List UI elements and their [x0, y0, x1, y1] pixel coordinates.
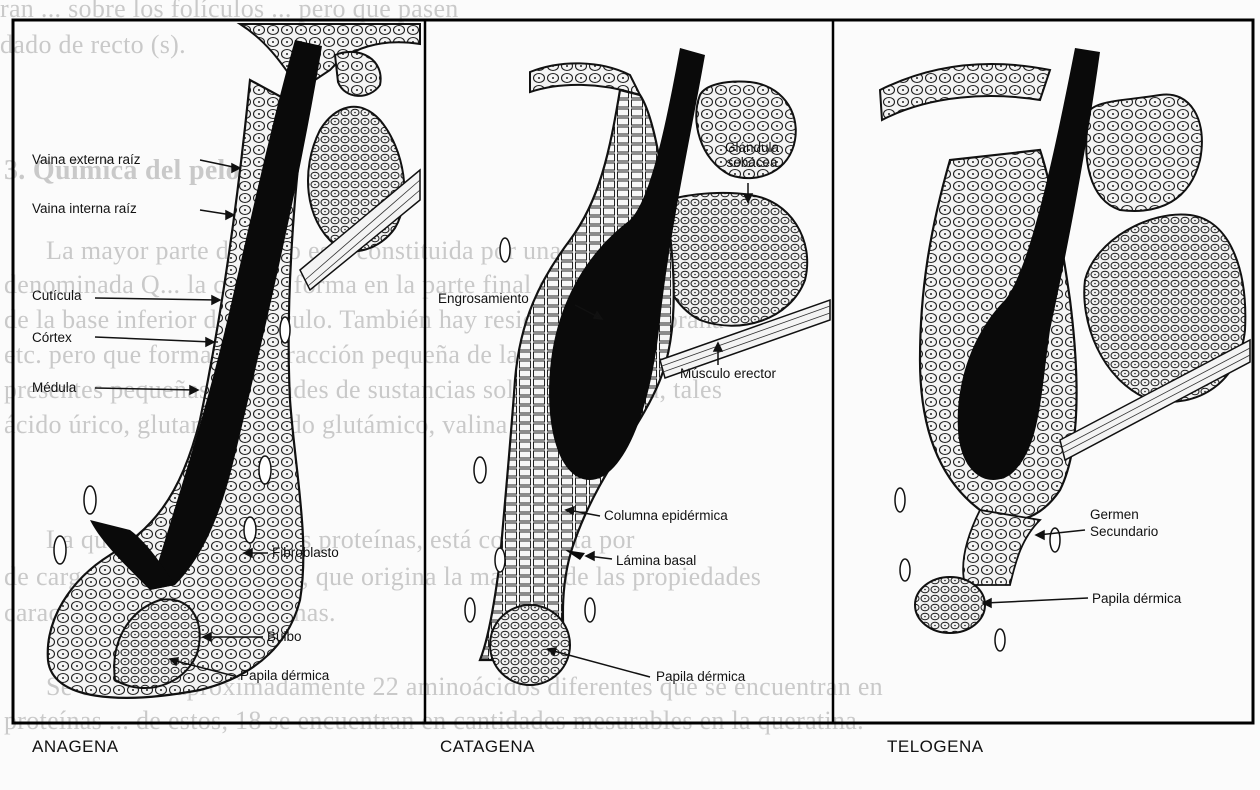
label-outer-root-sheath: Vaina externa raíz	[32, 152, 141, 167]
caption-anagen: ANAGENA	[32, 737, 119, 757]
label-sebaceous-gland: Glándula sebácea	[712, 140, 792, 170]
caption-telogen: TELOGENA	[887, 737, 984, 757]
label-inner-root-sheath: Vaina interna raíz	[32, 201, 137, 216]
sebaceous-gland	[656, 193, 807, 326]
label-cortex: Córtex	[32, 330, 72, 345]
label-erector-muscle: Músculo erector	[680, 366, 776, 381]
gland-duct	[335, 52, 381, 96]
label-dermal-papilla: Papila dérmica	[240, 668, 329, 683]
label-epidermal-column: Columna epidérmica	[604, 508, 728, 523]
epidermis	[880, 64, 1050, 120]
label-thickening: Engrosamiento	[438, 291, 529, 306]
label-secondary-germ: Secundario	[1090, 524, 1158, 539]
gland-duct	[1086, 94, 1202, 210]
label-cuticle: Cutícula	[32, 288, 82, 303]
label-fibroblast: Fibroblasto	[272, 545, 339, 560]
label-bulb: Bulbo	[267, 629, 302, 644]
label-dermal-papilla: Papila dérmica	[1092, 591, 1181, 606]
caption-catagen: CATAGENA	[440, 737, 535, 757]
label-medulla: Médula	[32, 380, 76, 395]
label-dermal-papilla: Papila dérmica	[656, 669, 745, 684]
anagen-follicle	[48, 24, 420, 698]
secondary-germ	[963, 510, 1040, 585]
dermal-papilla	[490, 605, 570, 685]
epidermis	[240, 24, 420, 90]
label-basal-lamina: Lámina basal	[616, 553, 696, 568]
label-secondary-germ: Germen	[1090, 507, 1139, 522]
dermal-papilla	[915, 577, 985, 633]
telogen-follicle	[880, 48, 1250, 651]
